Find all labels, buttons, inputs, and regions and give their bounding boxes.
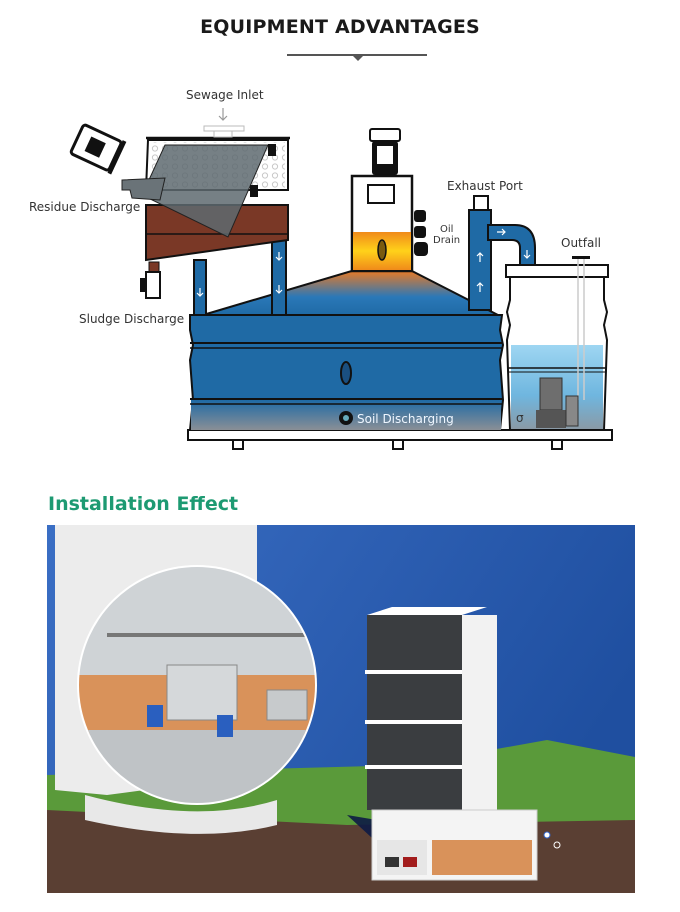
- label-oil-drain-line1: Oil: [440, 224, 454, 235]
- label-oil-drain-line2: Drain: [433, 235, 461, 246]
- equipment-diagram: σ: [69, 108, 613, 450]
- installation-scene-image: [47, 525, 635, 893]
- label-outfall: Outfall: [561, 236, 602, 250]
- section-title-installation-effect: Installation Effect: [48, 493, 239, 515]
- label-residue-discharge: Residue Discharge: [29, 200, 141, 214]
- installation-illustration: [47, 525, 635, 893]
- section-title-equipment-advantages: EQUIPMENT ADVANTAGES: [200, 16, 480, 38]
- label-exhaust-port: Exhaust Port: [447, 179, 523, 193]
- label-sludge-discharge: Sludge Discharge: [79, 312, 185, 326]
- svg-text:σ: σ: [516, 411, 524, 425]
- label-sewage-inlet: Sewage Inlet: [186, 88, 264, 102]
- divider-arrow-icon: [352, 55, 364, 61]
- label-soil-discharging: Soil Discharging: [357, 412, 454, 426]
